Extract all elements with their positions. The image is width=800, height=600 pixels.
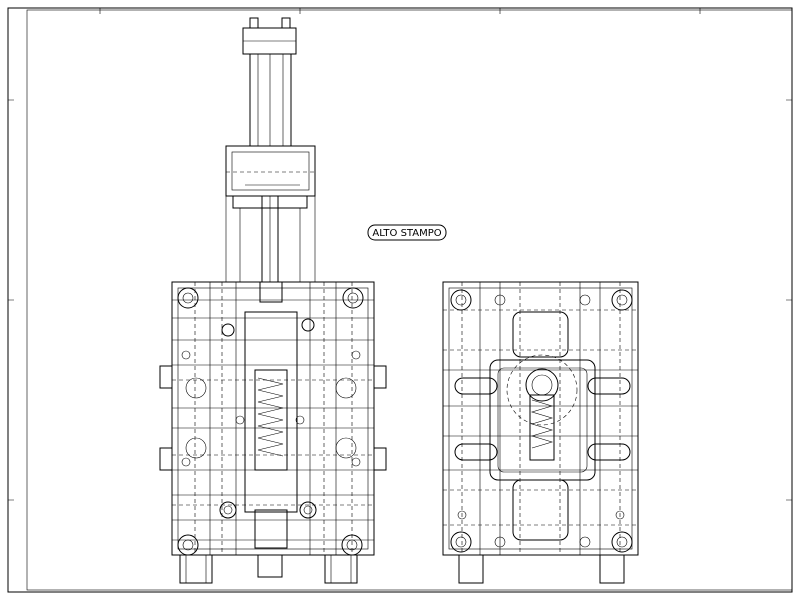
side-view bbox=[442, 281, 639, 584]
outer-sheet-border bbox=[7, 7, 793, 593]
front-view bbox=[159, 17, 387, 584]
cylinder-head bbox=[242, 17, 297, 55]
cylinder-rods bbox=[249, 53, 292, 147]
hidden-lines-side bbox=[443, 282, 638, 555]
central-cavity-side bbox=[489, 311, 596, 541]
mold-feet-front bbox=[179, 554, 358, 584]
plate-lines-front bbox=[172, 282, 374, 555]
mold-feet-side bbox=[458, 554, 625, 584]
alto-stampo-label: ALTO STAMPO bbox=[367, 224, 447, 241]
bolt-holes-side bbox=[450, 289, 633, 553]
bolt-holes-front bbox=[177, 287, 364, 556]
central-insert-front bbox=[244, 281, 298, 549]
border-tick-marks bbox=[8, 8, 792, 501]
cylinder-body bbox=[225, 145, 316, 283]
plate-lines-side bbox=[443, 282, 638, 555]
svg-text:ALTO STAMPO: ALTO STAMPO bbox=[372, 228, 441, 239]
inner-sheet-border bbox=[26, 9, 793, 591]
guide-slots-side bbox=[454, 377, 631, 461]
hidden-lines-front bbox=[172, 282, 374, 555]
mold-body-front bbox=[171, 281, 375, 556]
mold-body-side bbox=[442, 281, 639, 556]
